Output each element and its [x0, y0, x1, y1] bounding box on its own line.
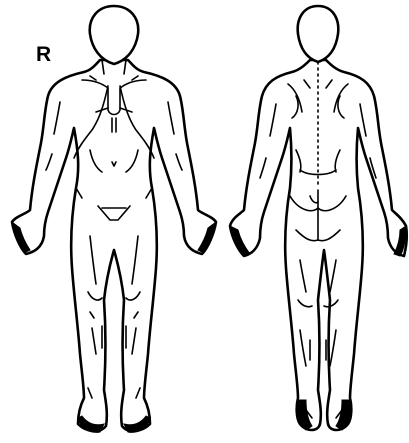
front-body-outline: [12, 60, 216, 431]
front-head: [90, 6, 139, 64]
back-head: [298, 6, 339, 62]
back-figure[interactable]: [230, 6, 407, 430]
front-figure[interactable]: [12, 6, 216, 432]
